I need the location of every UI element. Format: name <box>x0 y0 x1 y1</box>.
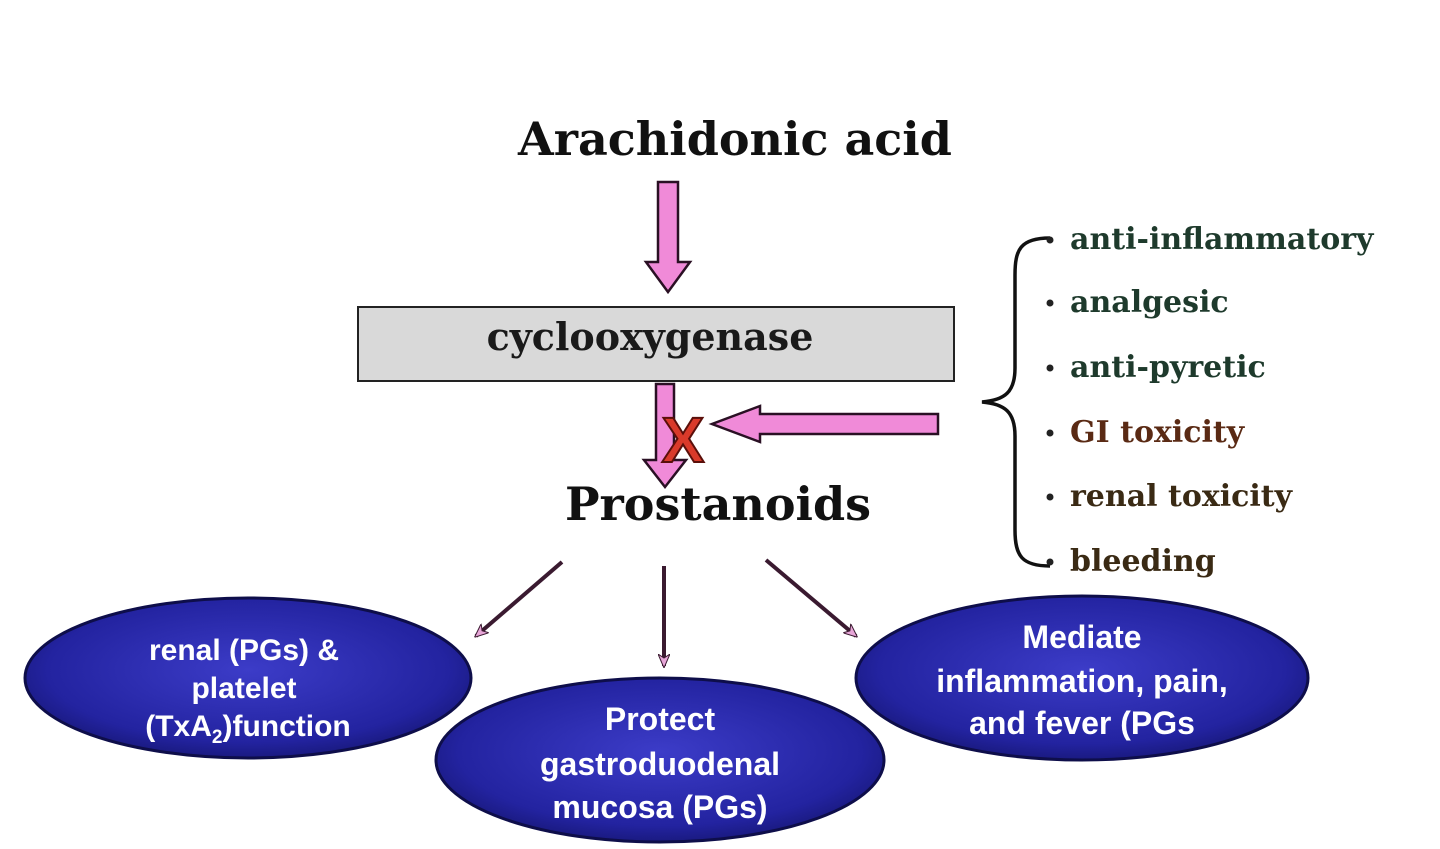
arrow-arachidonic-to-cox <box>643 180 693 295</box>
subscript-2: 2 <box>212 727 223 748</box>
effect-item: GI toxicity <box>1046 415 1246 450</box>
prostanoids-label: Prostanoids <box>565 477 871 531</box>
block-x-icon: X <box>662 404 705 476</box>
arachidonic-acid-label: Arachidonic acid <box>517 112 952 166</box>
svg-text:renal (PGs) &: renal (PGs) & <box>149 634 339 667</box>
gastro-line2: gastroduodenal <box>540 746 780 782</box>
arrow-to-renal-platelet <box>476 560 564 636</box>
effect-label: GI toxicity <box>1070 415 1246 450</box>
effect-item: anti-inflammatory <box>1046 222 1375 257</box>
bullet-icon <box>1046 299 1054 307</box>
gastroduodenal-ellipse: Protect gastroduodenal mucosa (PGs) <box>434 676 886 844</box>
effect-item: anti-pyretic <box>1046 350 1266 385</box>
bullet-icon <box>1046 558 1054 566</box>
effect-label: anti-pyretic <box>1070 350 1266 385</box>
arrow-to-inflammation <box>764 558 856 636</box>
cyclooxygenase-box <box>357 306 955 382</box>
bullet-icon <box>1046 236 1054 244</box>
bullet-icon <box>1046 429 1054 437</box>
effect-item: analgesic <box>1046 285 1229 320</box>
effect-label: bleeding <box>1070 544 1216 579</box>
arrow-cox-to-prostanoids <box>641 382 689 490</box>
effects-brace <box>981 236 1051 568</box>
gastro-line3: mucosa (PGs) <box>552 789 767 825</box>
renal-platelet-line2: platelet <box>191 672 296 705</box>
svg-text:(TxA2)function: (TxA2)function <box>145 710 351 748</box>
inhibition-arrow <box>708 404 940 444</box>
effect-label: analgesic <box>1070 285 1229 320</box>
effect-item: bleeding <box>1046 544 1216 579</box>
renal-platelet-line3: (TxA <box>145 710 212 743</box>
effect-item: renal toxicity <box>1046 479 1294 514</box>
gastro-line1: Protect <box>605 701 716 737</box>
bullet-icon <box>1046 364 1054 372</box>
cyclooxygenase-label: cyclooxygenase <box>487 314 814 359</box>
bullet-icon <box>1046 493 1054 501</box>
effect-label: renal toxicity <box>1070 479 1294 514</box>
renal-platelet-ellipse: renal (PGs) & platelet (TxA2)function <box>23 596 473 760</box>
inflammation-line3: and fever (PGs <box>969 705 1195 741</box>
renal-platelet-line3-end: )function <box>222 710 350 743</box>
renal-platelet-line1: renal (PGs) & <box>149 634 339 667</box>
svg-text:platelet: platelet <box>191 672 296 705</box>
inflammation-ellipse: Mediate inflammation, pain, and fever (P… <box>854 594 1310 762</box>
inflammation-line1: Mediate <box>1022 619 1141 655</box>
effects-list: anti-inflammatory analgesic anti-pyretic… <box>1046 222 1375 579</box>
inflammation-line2: inflammation, pain, <box>936 663 1228 699</box>
effect-label: anti-inflammatory <box>1070 222 1375 257</box>
